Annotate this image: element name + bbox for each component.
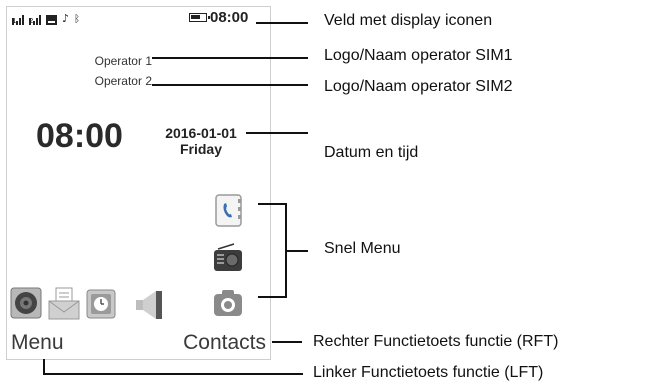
clock-time: 08:00 — [36, 117, 123, 155]
message-icon[interactable] — [47, 287, 80, 320]
radio-icon[interactable] — [212, 243, 242, 273]
date-block: 2016-01-01 Friday — [155, 125, 247, 157]
date-text: 2016-01-01 — [165, 125, 237, 141]
label-lft: Linker Functietoets functie (LFT) — [313, 364, 544, 381]
label-rft: Rechter Functietoets functie (RFT) — [313, 333, 559, 350]
weekday-text: Friday — [179, 141, 222, 157]
battery-icon — [189, 13, 210, 22]
volume-icon[interactable] — [134, 289, 164, 319]
left-softkey[interactable]: Menu — [11, 331, 64, 354]
music-note-icon: ♪ — [62, 12, 70, 25]
status-icons: 1 2 ♪ ᛒ — [12, 11, 80, 25]
sim-card-icon — [46, 15, 57, 25]
label-sim2: Logo/Naam operator SIM2 — [324, 78, 513, 95]
status-time: 08:00 — [210, 9, 249, 26]
label-display-icons: Veld met display iconen — [324, 12, 493, 29]
label-sim1: Logo/Naam operator SIM1 — [324, 47, 513, 64]
bluetooth-icon: ᛒ — [74, 14, 81, 25]
right-softkey[interactable]: Contacts — [183, 331, 266, 354]
label-quick-menu: Snel Menu — [324, 240, 401, 257]
operator-1-label: Operator 1 — [94, 54, 152, 68]
label-datetime: Datum en tijd — [324, 144, 419, 161]
alarm-icon[interactable] — [86, 289, 116, 319]
line-quick-menu-bracket — [258, 203, 287, 298]
speaker-icon[interactable] — [10, 287, 42, 319]
signal-sim2-icon: 2 — [29, 14, 41, 25]
status-bar: 1 2 ♪ ᛒ 08:00 — [7, 7, 270, 29]
camera-icon[interactable] — [212, 288, 242, 318]
phone-book-icon[interactable] — [214, 194, 244, 227]
operator-2-label: Operator 2 — [94, 74, 152, 88]
phone-screen: 1 2 ♪ ᛒ 08:00 Operator 1 Operator 2 08:0… — [6, 6, 271, 360]
signal-sim1-icon: 1 — [12, 14, 24, 25]
line-lft — [43, 359, 303, 375]
